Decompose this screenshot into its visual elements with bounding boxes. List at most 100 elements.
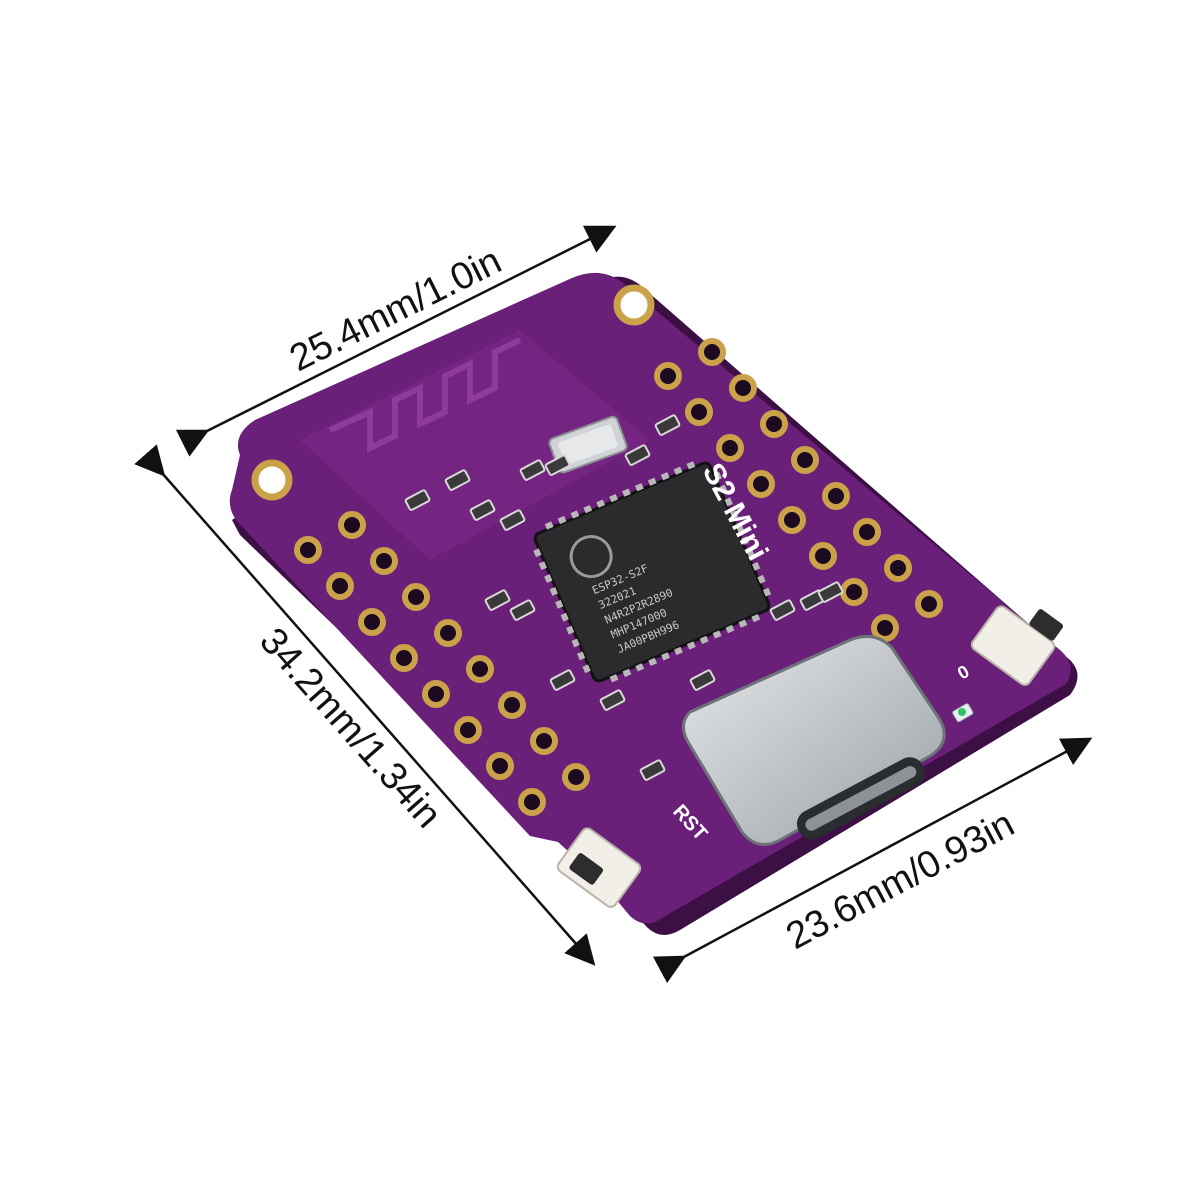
header-pins-right bbox=[654, 338, 943, 642]
header-pin bbox=[390, 644, 418, 672]
chip-pin bbox=[571, 638, 580, 648]
smd-component bbox=[544, 454, 571, 476]
chip-pin bbox=[577, 651, 586, 661]
chip-pin bbox=[741, 536, 750, 546]
header-pin bbox=[884, 554, 912, 582]
chip-pin bbox=[686, 641, 696, 650]
chip-pin bbox=[712, 630, 722, 639]
chip-pin bbox=[724, 497, 733, 507]
smd-component bbox=[599, 689, 626, 711]
chip-pin bbox=[566, 625, 575, 635]
chip-pin bbox=[570, 510, 580, 519]
smd-component bbox=[469, 499, 496, 521]
header-pin bbox=[518, 788, 546, 816]
chip-pin bbox=[635, 663, 645, 672]
chip-pin bbox=[719, 484, 728, 494]
boot-button[interactable] bbox=[969, 604, 1064, 687]
header-pin bbox=[358, 608, 386, 636]
chip-pin bbox=[751, 561, 761, 571]
chip-pin bbox=[609, 494, 618, 503]
chip-pin bbox=[622, 488, 631, 497]
espressif-logo-icon bbox=[569, 535, 613, 579]
header-pin bbox=[498, 691, 526, 719]
smd-component bbox=[654, 414, 681, 436]
header-pin bbox=[871, 614, 899, 642]
header-pin bbox=[422, 680, 450, 708]
chip-pin bbox=[725, 624, 735, 634]
header-pin bbox=[338, 511, 366, 539]
header-pin bbox=[654, 362, 682, 390]
smd-component bbox=[817, 581, 844, 603]
chip-pin bbox=[557, 515, 567, 525]
crystal-oscillator bbox=[548, 415, 628, 474]
dimension-arrow-width-bottom bbox=[652, 737, 1093, 984]
smd-component bbox=[624, 444, 651, 466]
chip-pin bbox=[738, 619, 748, 628]
header-pins-left bbox=[294, 511, 590, 816]
smd-component bbox=[484, 589, 511, 611]
esp32-chip: ESP32-S2F 322021 N4R2P2R2890 MHP147000 J… bbox=[533, 461, 772, 683]
header-pin bbox=[778, 506, 806, 534]
chip-pin bbox=[647, 477, 657, 486]
chip-pin bbox=[533, 548, 542, 558]
smd-component bbox=[499, 509, 526, 531]
header-pin bbox=[822, 482, 850, 510]
chip-pin bbox=[555, 599, 564, 609]
chip-pin bbox=[762, 587, 772, 597]
chip-pin bbox=[699, 635, 709, 645]
chip-pin bbox=[549, 587, 558, 596]
chip-pin bbox=[746, 549, 755, 558]
header-pin bbox=[486, 752, 514, 780]
smd-component bbox=[509, 599, 536, 621]
header-pin bbox=[729, 374, 757, 402]
chip-pin bbox=[544, 521, 554, 530]
smd-component bbox=[549, 669, 576, 691]
usb-c-connector bbox=[682, 634, 946, 846]
chip-pin bbox=[609, 674, 619, 683]
header-pin bbox=[809, 542, 837, 570]
chip-pin bbox=[751, 613, 761, 623]
smd-components bbox=[404, 414, 844, 831]
chip-pin bbox=[560, 612, 569, 622]
header-pin bbox=[915, 590, 943, 618]
chip-pin bbox=[674, 646, 683, 656]
header-pin bbox=[370, 547, 398, 575]
smd-component bbox=[689, 669, 716, 691]
chip-pin bbox=[686, 461, 696, 470]
chip-pin bbox=[661, 652, 670, 661]
header-pin bbox=[402, 583, 430, 611]
dimension-arrow-height-left bbox=[134, 444, 596, 966]
chip-pin bbox=[583, 504, 593, 514]
chip-pin bbox=[648, 657, 658, 667]
header-pin bbox=[562, 763, 590, 791]
header-pin bbox=[326, 572, 354, 600]
chip-pin bbox=[538, 561, 547, 571]
header-pin bbox=[698, 338, 726, 366]
chip-pin bbox=[730, 510, 739, 520]
chip-pin bbox=[713, 471, 722, 481]
dimension-arrow-width-top bbox=[175, 225, 617, 457]
smd-component bbox=[444, 469, 471, 491]
smd-component bbox=[404, 489, 431, 511]
chip-pin bbox=[673, 466, 683, 475]
chip-pin bbox=[634, 483, 644, 492]
chip-pin bbox=[544, 574, 553, 583]
header-pin bbox=[454, 716, 482, 744]
mounting-holes bbox=[251, 284, 655, 501]
header-pin bbox=[685, 398, 713, 426]
smd-component bbox=[769, 599, 796, 621]
reset-button[interactable] bbox=[555, 826, 642, 909]
header-pin bbox=[760, 410, 788, 438]
header-pin bbox=[530, 727, 558, 755]
status-led bbox=[952, 703, 974, 723]
header-pin bbox=[840, 578, 868, 606]
chip-pin bbox=[660, 472, 670, 481]
chip-pin bbox=[757, 574, 766, 584]
smd-component bbox=[519, 459, 546, 481]
header-pin bbox=[466, 655, 494, 683]
chip-pin bbox=[735, 523, 744, 533]
header-pin bbox=[853, 518, 881, 546]
header-pin bbox=[294, 536, 322, 564]
